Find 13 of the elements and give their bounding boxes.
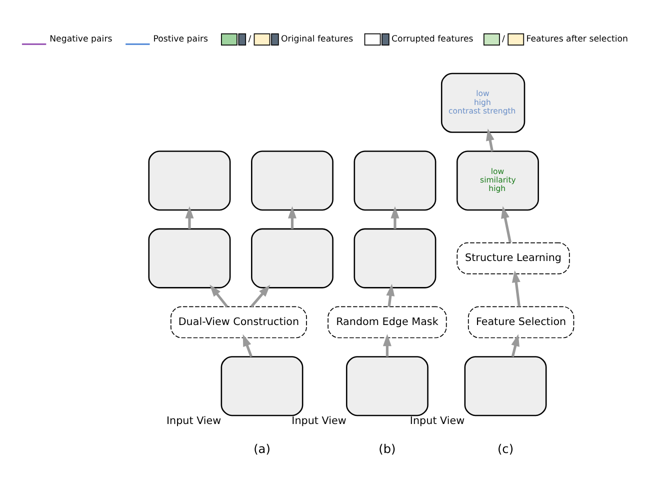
label: (b) [378, 442, 396, 456]
legend-label: Postive pairs [153, 34, 208, 44]
label: / [502, 34, 505, 44]
label: (c) [497, 442, 514, 456]
label: / [248, 34, 252, 44]
node-label: Input View [410, 414, 465, 426]
node-label: Input View [166, 414, 222, 426]
legend-label: Original features [281, 34, 354, 44]
legend-label: Negative pairs [50, 34, 112, 44]
label: (a) [254, 442, 270, 456]
legend-label: Features after selection [526, 34, 628, 44]
legend-label: Corrupted features [392, 34, 474, 44]
node-label: Input View [292, 414, 346, 426]
